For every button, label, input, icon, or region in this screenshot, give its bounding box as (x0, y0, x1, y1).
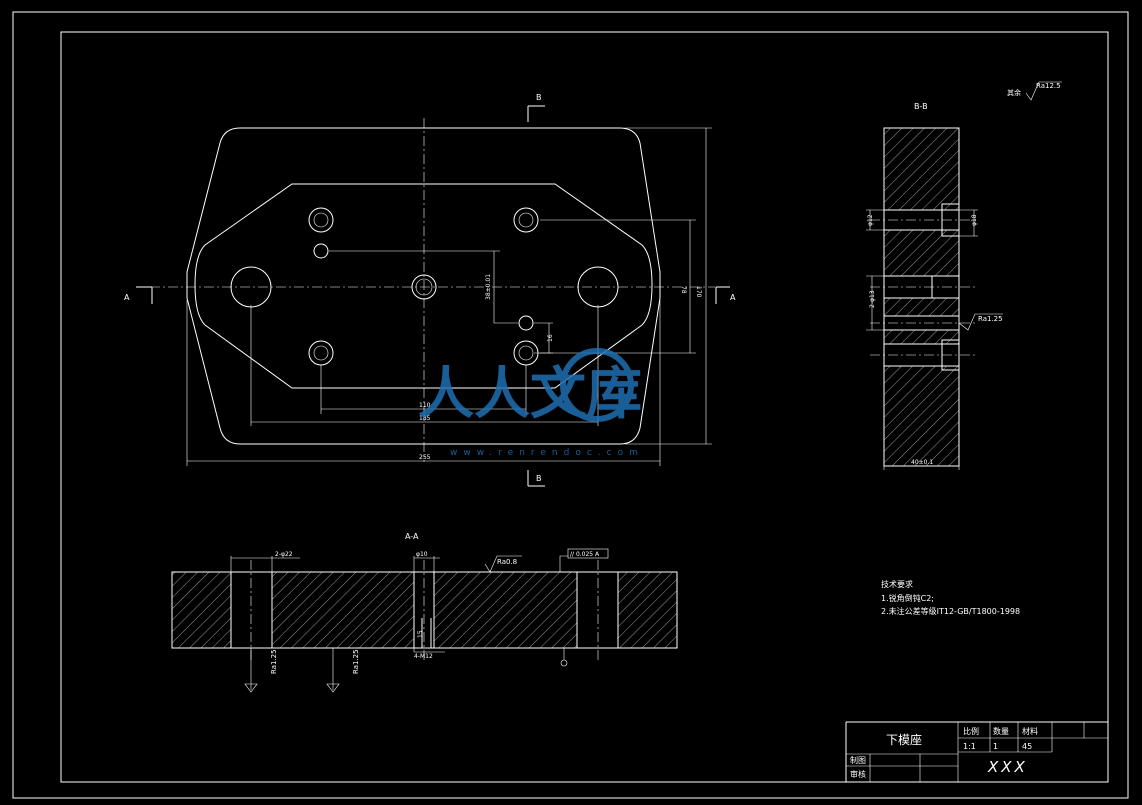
tech-req-line2: 2.未注公差等级IT12-GB/T1800-1998 (881, 606, 1020, 616)
tb-material: 45 (1022, 742, 1032, 751)
tb-drawn-label: 制图 (850, 755, 866, 765)
bb-dim-dia-top: φ12 (867, 214, 874, 226)
bb-section-hatch-1 (884, 128, 959, 210)
screw-hole-tl (308, 207, 334, 233)
aa-roughness-top: Ra0.8 (497, 558, 517, 566)
dim-255: 255 (419, 454, 431, 461)
screw-hole-tr-inner (518, 212, 534, 228)
pin-hole-upper (313, 243, 329, 259)
bb-roughness-symbol (958, 313, 1003, 331)
aa-dim-4m12: 4-M12 (414, 653, 433, 660)
watermark-url: www.renrendoc.com (450, 448, 644, 458)
watermark: 人人文库 www.renrendoc.com (418, 348, 644, 458)
bb-dim-width: 40±0.1 (911, 459, 933, 466)
section-arrow-b-bottom (527, 470, 545, 487)
aa-dim-d10: φ10 (416, 551, 428, 558)
general-roughness-value: Ra12.5 (1036, 82, 1061, 90)
section-arrow-b-top (527, 105, 545, 122)
bb-section-hatch-4 (884, 330, 959, 344)
inner-border (60, 31, 1109, 783)
tech-req-heading: 技术要求 (881, 579, 913, 589)
aa-view-title: A-A (405, 532, 419, 541)
dim-16: 16 (547, 334, 554, 342)
bb-dim-dia-mid: 2-φ13 (869, 290, 876, 308)
tb-code: XXX (987, 758, 1028, 776)
dim-110: 110 (419, 402, 431, 409)
aa-hatch-1 (172, 572, 231, 648)
aa-hatch-2 (272, 572, 414, 648)
tb-header-scale: 比例 (963, 726, 979, 736)
center-hole-inner (415, 278, 433, 296)
dim-185: 185 (419, 415, 431, 422)
section-arrow-a-left (136, 286, 153, 304)
center-hole (411, 274, 437, 300)
aa-roughness-left1-symbol (244, 648, 258, 693)
general-roughness-symbol (1025, 81, 1062, 101)
tb-qty: 1 (993, 742, 998, 751)
aa-section-outline (171, 571, 678, 649)
pin-hole-lower (518, 315, 534, 331)
tb-checked-label: 审核 (850, 769, 866, 779)
tb-part-name: 下模座 (886, 732, 922, 747)
outer-border (12, 11, 1129, 799)
screw-hole-tr (513, 207, 539, 233)
bb-section-hatch-3 (884, 298, 959, 316)
aa-view: A-A 2-φ22 φ10 Ra0.8 // 0.025 A 4-M12 15 … (171, 532, 678, 693)
tb-header-material: 材料 (1022, 726, 1038, 736)
bb-roughness-mid: Ra1.25 (978, 315, 1003, 323)
section-a-label-left: A (124, 293, 130, 302)
aa-flatness-tol: // 0.025 A (570, 551, 600, 558)
screw-hole-bl-inner (313, 345, 329, 361)
dimensions-top-view: 110 185 255 78 170 38±0.01 16 (186, 127, 712, 466)
aa-hatch-4 (618, 572, 677, 648)
screw-hole-bl (308, 340, 334, 366)
tech-req-line1: 1.锐角倒钝C2; (881, 593, 934, 603)
aa-roughness-left2-symbol (326, 648, 340, 693)
outer-plate-outline (186, 127, 661, 445)
aa-hatch-3 (434, 572, 577, 648)
aa-roughness-left2: Ra1.25 (352, 649, 360, 674)
bb-section-hatch-2 (884, 230, 959, 276)
top-view: A A B B 110 185 255 78 170 38±0.01 16 (124, 93, 736, 487)
aa-roughness-left1: Ra1.25 (270, 649, 278, 674)
watermark-logo-ring (560, 348, 634, 422)
section-b-label-bottom: B (536, 474, 542, 483)
tb-header-qty: 数量 (993, 726, 1009, 736)
aa-dim-15: 15 (417, 630, 424, 638)
bb-view: B-B 其余 Ra12.5 φ12 φ18 2-φ13 Ra1.25 40±0.… (866, 81, 1062, 470)
bb-section-hatch-5 (884, 366, 959, 466)
section-b-label-top: B (536, 93, 542, 102)
general-roughness-note: 其余 (1007, 88, 1021, 97)
screw-hole-br-inner (518, 345, 534, 361)
screw-hole-tl-inner (313, 212, 329, 228)
bb-view-title: B-B (914, 102, 928, 111)
dim-170: 170 (695, 286, 702, 298)
watermark-text: 人人文库 (418, 362, 642, 427)
bb-dim-dia-hole: φ18 (971, 214, 978, 226)
section-a-label-right: A (730, 293, 736, 302)
title-block: 下模座 比例 数量 材料 1:1 1 45 制图 审核 XXX (845, 721, 1108, 782)
dim-38: 38±0.01 (485, 274, 492, 300)
dim-78: 78 (680, 286, 687, 294)
inner-pocket-outline (194, 183, 653, 389)
tb-scale: 1:1 (963, 742, 976, 751)
section-arrow-a-right (715, 286, 730, 304)
aa-dim-2d22: 2-φ22 (275, 551, 293, 558)
aa-holes (230, 572, 619, 648)
technical-requirements: 技术要求 1.锐角倒钝C2; 2.未注公差等级IT12-GB/T1800-199… (881, 579, 1020, 616)
aa-roughness-top-symbol (484, 555, 522, 573)
flatness-frame (567, 548, 609, 559)
